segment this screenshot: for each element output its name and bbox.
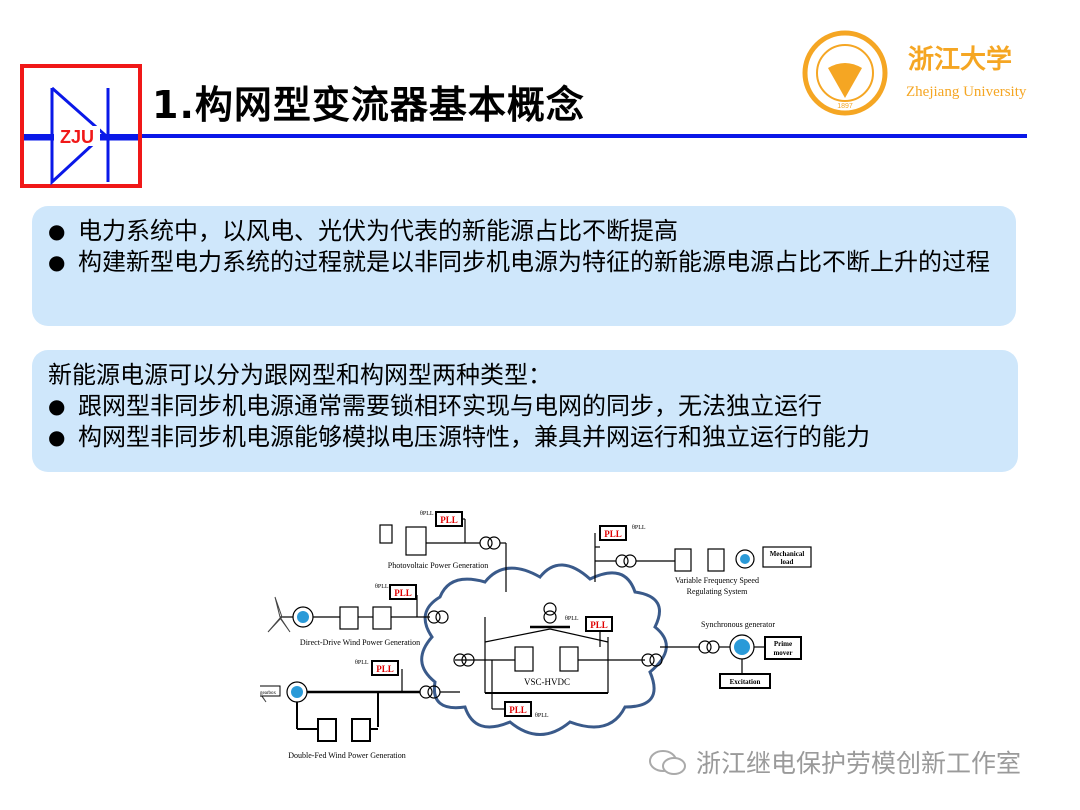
- svg-text:θPLL: θPLL: [632, 525, 646, 531]
- university-name-cn: 浙江大学: [908, 44, 1012, 75]
- label-double-fed: Double-Fed Wind Power Generation: [288, 751, 406, 760]
- label-pv: Photovoltaic Power Generation: [388, 561, 488, 570]
- zju-logo-text: ZJU: [60, 127, 94, 147]
- info-panel-2: 新能源电源可以分为跟网型和构网型两种类型： ●跟网型非同步机电源通常需要锁相环实…: [32, 350, 1018, 472]
- svg-text:PLL: PLL: [376, 664, 394, 674]
- bullet-item: ●构网型非同步机电源能够模拟电压源特性，兼具并网运行和独立运行的能力: [48, 423, 870, 451]
- bullet-item: ●跟网型非同步机电源通常需要锁相环实现与电网的同步，无法独立运行: [48, 392, 822, 420]
- svg-text:θPLL: θPLL: [420, 511, 434, 517]
- pll-block: PLL θPLL: [504, 701, 549, 719]
- pll-block: PLL θPLL: [565, 616, 613, 632]
- pll-block: PLL θPLL: [375, 584, 417, 600]
- svg-text:gearbox: gearbox: [260, 691, 277, 696]
- svg-text:θPLL: θPLL: [535, 713, 549, 719]
- svg-text:Synchronous generator: Synchronous generator: [701, 620, 775, 629]
- wechat-icon: [649, 750, 686, 775]
- svg-text:θPLL: θPLL: [565, 616, 579, 622]
- title-divider: [20, 134, 1027, 138]
- svg-text:Variable Frequency Speed: Variable Frequency Speed: [675, 576, 759, 585]
- svg-text:PLL: PLL: [440, 515, 458, 525]
- svg-text:θPLL: θPLL: [355, 660, 369, 666]
- svg-text:load: load: [781, 558, 794, 566]
- panel-intro: 新能源电源可以分为跟网型和构网型两种类型：: [48, 361, 552, 389]
- watermark: 浙江继电保护劳模创新工作室: [648, 744, 1021, 780]
- zju-logo-frame: [20, 64, 142, 188]
- label-vsc-hvdc: VSC-HVDC: [524, 677, 570, 687]
- grid-cloud: [420, 563, 668, 736]
- pll-block: PLL θPLL: [599, 525, 646, 541]
- bullet-item: ●电力系统中，以风电、光伏为代表的新能源占比不断提高: [48, 217, 678, 245]
- svg-text:PLL: PLL: [604, 529, 622, 539]
- svg-text:PLL: PLL: [590, 620, 608, 630]
- university-name-en: Zhejiang University: [906, 84, 1027, 100]
- svg-text:PLL: PLL: [509, 705, 527, 715]
- wind-turbine-icon: [267, 596, 291, 633]
- svg-text:θPLL: θPLL: [375, 584, 389, 590]
- info-panel-1: ●电力系统中，以风电、光伏为代表的新能源占比不断提高 ●构建新型电力系统的过程就…: [32, 206, 1016, 326]
- label-direct-drive: Direct-Drive Wind Power Generation: [300, 638, 420, 647]
- svg-text:Mechanical: Mechanical: [770, 550, 805, 558]
- svg-text:1897: 1897: [837, 103, 853, 110]
- university-seal-icon: [802, 30, 888, 116]
- svg-text:mover: mover: [773, 649, 792, 657]
- zju-logo: ZJU: [24, 86, 138, 186]
- page-title: 1.构网型变流器基本概念: [152, 83, 585, 127]
- zhejiang-university-logo: 1897 浙江大学 Zhejiang University: [802, 30, 1027, 116]
- svg-text:Regulating System: Regulating System: [687, 587, 748, 596]
- bullet-item: ●构建新型电力系统的过程就是以非同步机电源为特征的新能源电源占比不断上升的过程: [48, 248, 990, 276]
- svg-text:Prime: Prime: [774, 640, 792, 648]
- svg-text:Excitation: Excitation: [730, 678, 761, 686]
- pll-block: PLL θPLL: [420, 511, 463, 527]
- pll-block: PLL θPLL: [355, 660, 399, 676]
- svg-text:PLL: PLL: [394, 588, 412, 598]
